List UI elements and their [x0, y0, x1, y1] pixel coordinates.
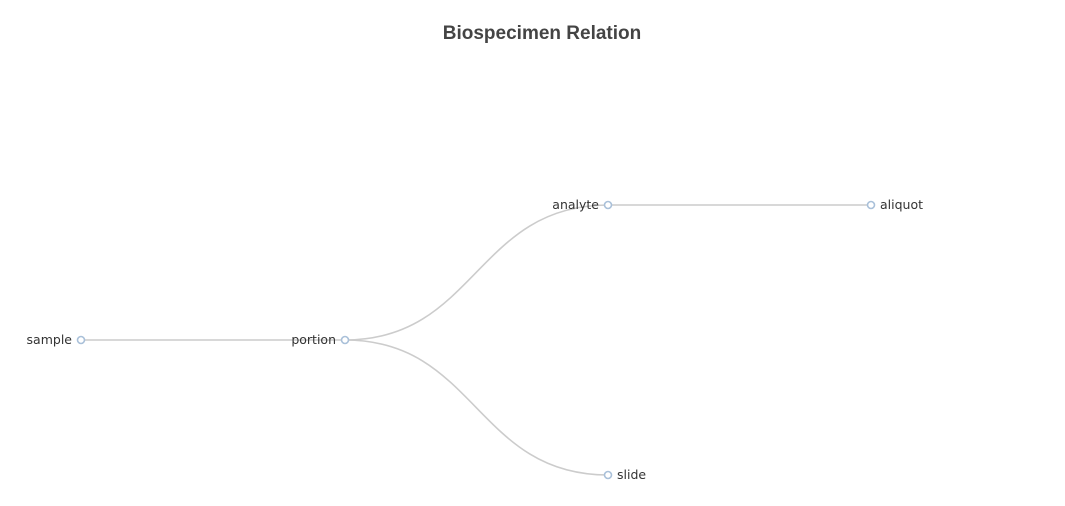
node-analyte[interactable]: analyte	[552, 197, 613, 212]
tree-nodes: sample portion analyte slide aliquot	[27, 197, 924, 482]
node-label: aliquot	[880, 197, 923, 212]
node-marker[interactable]	[603, 470, 613, 480]
edge-portion-analyte	[344, 204, 609, 341]
tree-edges	[81, 204, 871, 476]
node-sample[interactable]: sample	[27, 332, 86, 347]
diagram-title: Biospecimen Relation	[443, 23, 642, 44]
node-marker[interactable]	[866, 200, 876, 210]
node-marker[interactable]	[340, 335, 350, 345]
node-aliquot[interactable]: aliquot	[866, 197, 924, 212]
node-slide[interactable]: slide	[603, 467, 647, 482]
node-label: portion	[291, 332, 336, 347]
node-label: sample	[27, 332, 73, 347]
node-marker[interactable]	[603, 200, 613, 210]
node-label: analyte	[552, 197, 599, 212]
node-marker[interactable]	[76, 335, 86, 345]
node-label: slide	[617, 467, 646, 482]
node-portion[interactable]: portion	[291, 332, 350, 347]
edge-portion-slide	[344, 339, 609, 476]
